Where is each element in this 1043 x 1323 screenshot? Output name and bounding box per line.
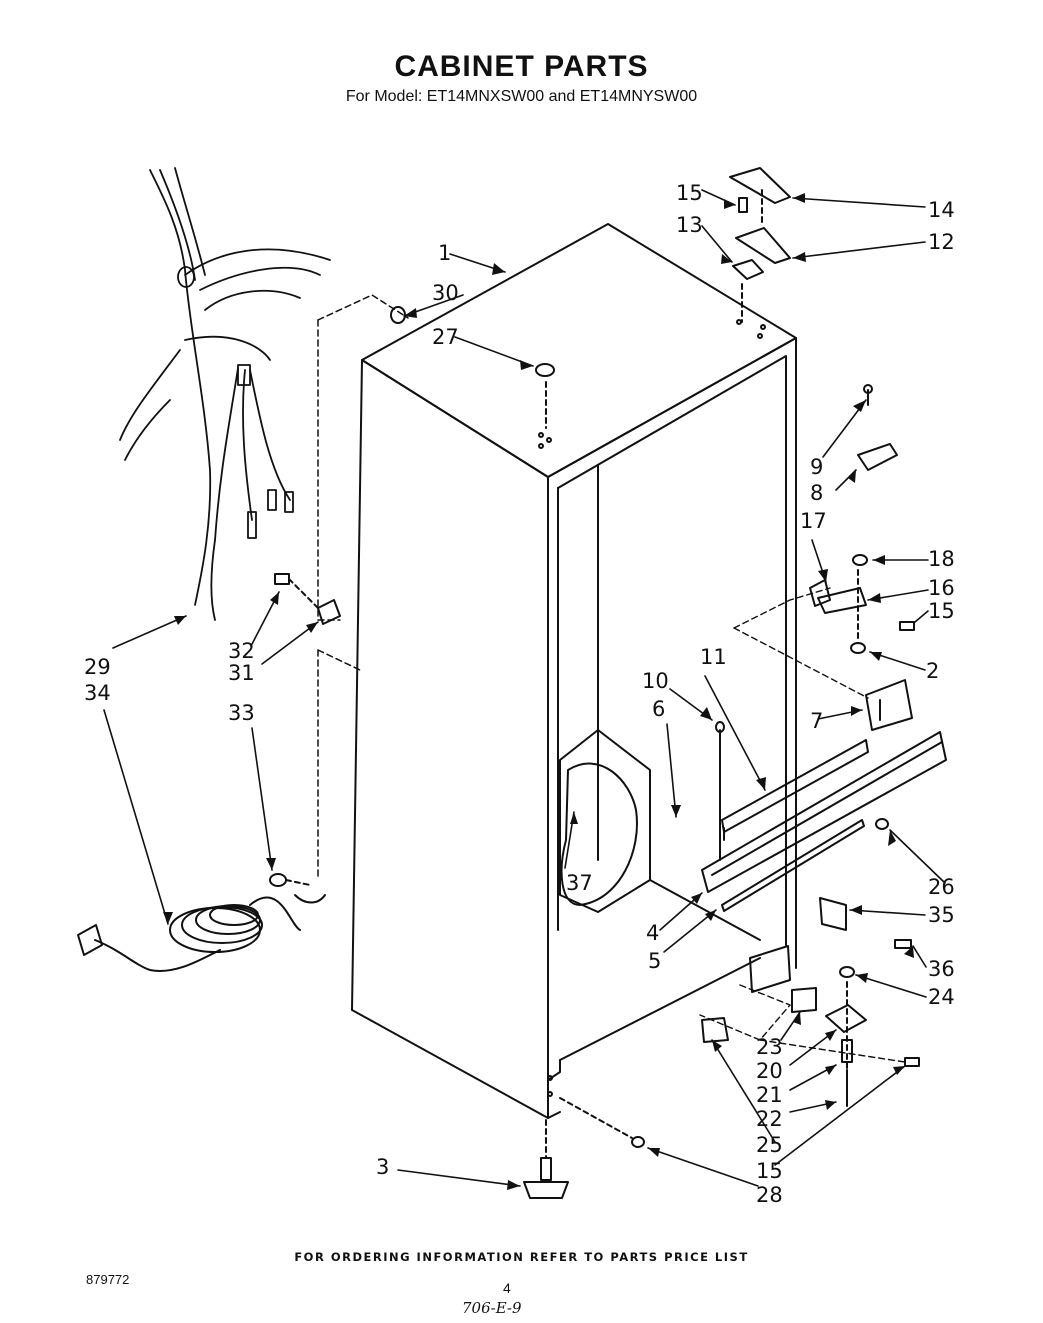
- callout-32: 32: [228, 639, 255, 663]
- callout-23: 23: [756, 1035, 783, 1059]
- callout-15-bottom-a: 15: [756, 1159, 783, 1183]
- callout-15-top: 15: [676, 181, 703, 205]
- callout-13: 13: [676, 213, 703, 237]
- callout-21: 21: [756, 1083, 783, 1107]
- handwritten-note: 706-E-9: [462, 1299, 522, 1317]
- harness-outline: [317, 294, 409, 881]
- wire-harness: [119, 167, 331, 621]
- callout-3: 3: [376, 1155, 389, 1179]
- callout-22: 22: [756, 1107, 783, 1131]
- callout-33: 33: [228, 701, 255, 725]
- callout-35: 35: [928, 903, 955, 927]
- callout-2: 2: [926, 659, 939, 683]
- document-number: 879772: [86, 1272, 130, 1287]
- callout-26: 26: [928, 875, 955, 899]
- callout-24: 24: [928, 985, 955, 1009]
- callout-8: 8: [810, 481, 823, 505]
- callout-25: 25: [756, 1133, 783, 1157]
- callout-12: 12: [928, 230, 955, 254]
- crossmember-rails: [701, 721, 947, 969]
- callout-30: 30: [432, 281, 459, 305]
- callout-6: 6: [652, 697, 665, 721]
- callout-36: 36: [928, 957, 955, 981]
- page-number: 4: [503, 1280, 511, 1296]
- callout-27: 27: [432, 325, 459, 349]
- hinge-bracket-parts: [733, 384, 915, 699]
- callout-9: 9: [810, 455, 823, 479]
- ordering-info-footer: FOR ORDERING INFORMATION REFER TO PARTS …: [294, 1250, 749, 1264]
- callout-10: 10: [642, 669, 669, 693]
- callout-labels: 1 2 3 4 5 6 7 8 9 10 11 12 13 14 15 15 1…: [84, 181, 955, 1207]
- callout-31: 31: [228, 661, 255, 685]
- compressor-compartment: [559, 729, 761, 941]
- diagram-title: CABINET PARTS: [394, 50, 649, 83]
- bracket-7: [865, 679, 913, 731]
- cabinet-body: [351, 223, 797, 1119]
- callout-34: 34: [84, 681, 111, 705]
- model-subtitle: For Model: ET14MNXSW00 and ET14MNYSW00: [345, 88, 698, 105]
- callout-4: 4: [646, 921, 659, 945]
- left-side-parts: [269, 573, 341, 904]
- callout-37: 37: [566, 871, 593, 895]
- top-hinge-parts: [729, 167, 791, 323]
- callout-5: 5: [648, 949, 661, 973]
- callout-7: 7: [810, 709, 823, 733]
- callout-1: 1: [438, 241, 451, 265]
- callout-20: 20: [756, 1059, 783, 1083]
- callout-16: 16: [928, 576, 955, 600]
- callout-17: 17: [800, 509, 827, 533]
- callout-18: 18: [928, 547, 955, 571]
- leveling-leg-parts: [523, 1097, 645, 1199]
- leader-arrowheads: [163, 193, 914, 1190]
- bottom-hinge-parts: [699, 897, 920, 1107]
- callout-28: 28: [756, 1183, 783, 1207]
- callout-15-hinge: 15: [928, 599, 955, 623]
- callout-11: 11: [700, 645, 727, 669]
- leader-lines: [103, 189, 946, 1187]
- callout-29: 29: [84, 655, 111, 679]
- power-cord: [77, 896, 301, 972]
- callout-14: 14: [928, 198, 955, 222]
- top-plug-parts: [390, 306, 555, 429]
